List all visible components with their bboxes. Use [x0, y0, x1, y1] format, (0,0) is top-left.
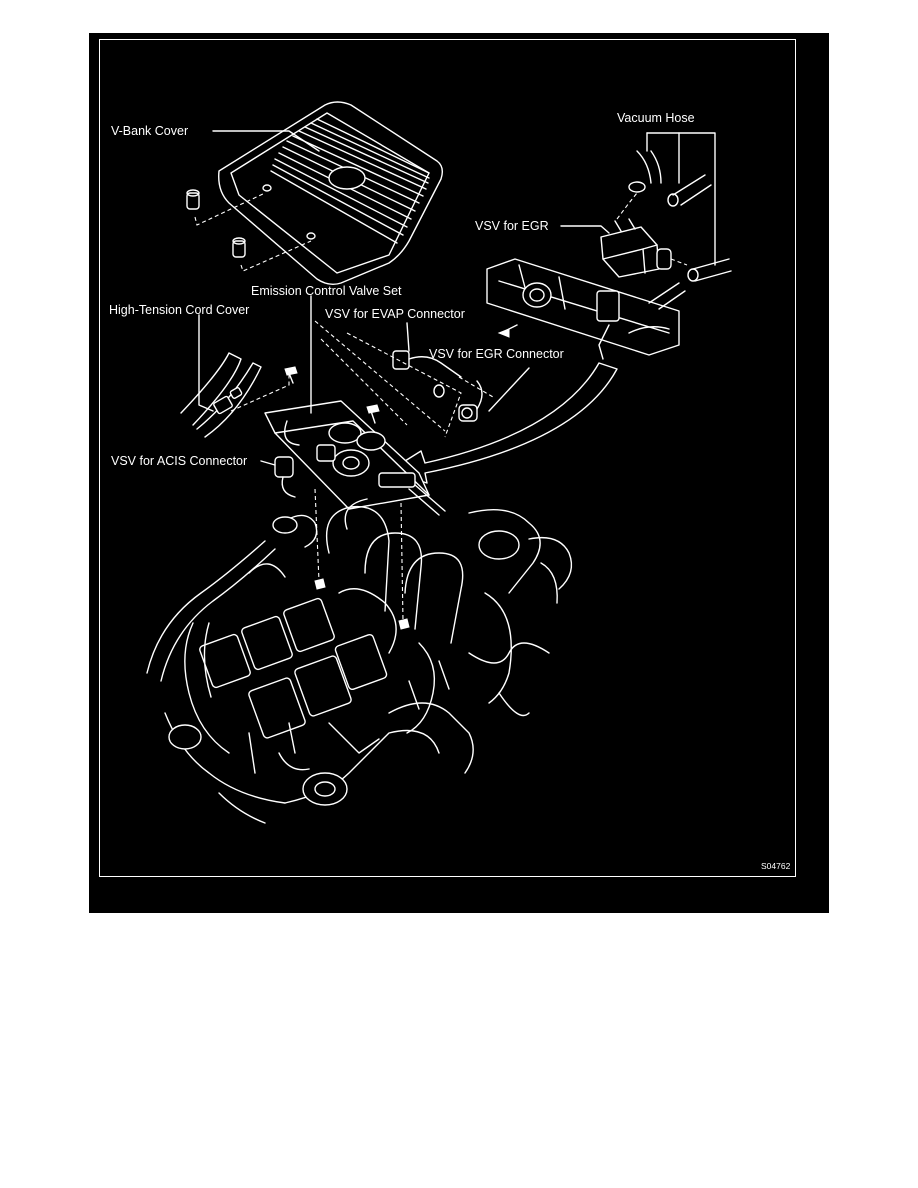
- engine-block-drawing: [146, 498, 573, 824]
- figure-id-label: S04762: [761, 861, 791, 871]
- label-vsv-for-egr: VSV for EGR: [475, 219, 549, 233]
- label-vsv-for-egr-connector: VSV for EGR Connector: [429, 347, 564, 361]
- bracket-assembly-drawing: [486, 258, 686, 360]
- diagram-frame: [99, 39, 796, 877]
- vsv-acis-connector-drawing: [274, 456, 296, 498]
- v-bank-cover-drawing: [186, 101, 444, 286]
- label-v-bank-cover: V-Bank Cover: [111, 124, 189, 138]
- label-vsv-for-evap-connector: VSV for EVAP Connector: [325, 307, 465, 321]
- emission-control-valve-set-drawing: [264, 366, 446, 516]
- engine-diagram-art: [146, 101, 732, 824]
- vsv-evap-connector-drawing: [392, 350, 462, 398]
- label-vsv-for-acis-connector: VSV for ACIS Connector: [111, 454, 248, 468]
- ignition-coils: [199, 597, 388, 739]
- leader-lines: [198, 130, 716, 466]
- label-vacuum-hose: Vacuum Hose: [617, 111, 695, 125]
- alignment-lines: [230, 320, 494, 622]
- installation-arrow: [388, 362, 618, 484]
- label-emission-control-valve-set: Emission Control Valve Set: [251, 284, 402, 298]
- vsv-egr-drawing: [600, 192, 688, 278]
- diagram-figure: V-Bank Cover Vacuum Hose VSV for EGR Emi…: [89, 33, 829, 913]
- high-tension-cord-cover-drawing: [180, 352, 262, 438]
- cover-grommets: [186, 189, 246, 258]
- vacuum-hose-drawing: [628, 150, 732, 282]
- cover-ribs: [270, 118, 430, 244]
- label-high-tension-cord-cover: High-Tension Cord Cover: [109, 303, 250, 317]
- vsv-egr-connector-drawing: [458, 380, 483, 422]
- cover-logo-oval: [328, 166, 366, 190]
